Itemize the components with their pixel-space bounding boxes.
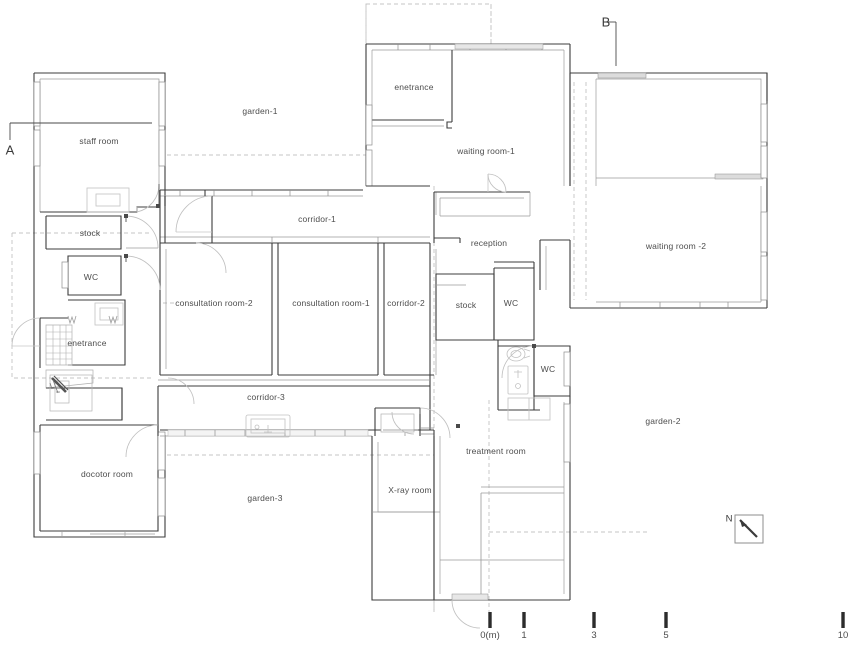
- xray-room-walls: [371, 407, 440, 601]
- door-swing-arcs: [11, 173, 535, 629]
- entrance-window-marks: [67, 315, 118, 325]
- scale-tick-label-10: 10: [837, 630, 849, 641]
- waiting-room-2-walls: [569, 72, 768, 309]
- waiting1-reception-walls: [366, 185, 570, 290]
- center-service-rooms: [435, 261, 540, 411]
- scale-tick-label-0: 0(m): [480, 630, 500, 641]
- treatment-room-walls: [433, 396, 571, 601]
- door-leaves: [125, 184, 421, 414]
- left-utility-room: [46, 374, 123, 421]
- left-service-rooms-walls: [39, 215, 126, 389]
- scale-bar-ticks: [488, 612, 845, 628]
- left-wing-walls: [33, 72, 166, 538]
- section-marker-leaders: [9, 21, 617, 140]
- utility-fixture-hatch: [49, 375, 69, 394]
- wc-lower-walls: [533, 345, 571, 397]
- door-hinge-markers: [124, 204, 536, 428]
- roof-overhang-dashed-lines: [11, 3, 650, 612]
- scale-tick-label-5: 5: [663, 630, 669, 641]
- corridor-3-glazing-mullions: [167, 429, 406, 437]
- scale-tick-label-3: 3: [591, 630, 597, 641]
- doctor-room-walls: [33, 424, 166, 537]
- section-marker-b: B: [601, 14, 611, 30]
- plumbing-fixtures: [506, 346, 551, 421]
- consultation-rooms-walls: [159, 237, 437, 430]
- north-arrow-label: N: [725, 513, 733, 525]
- corridor-1-walls: [159, 189, 430, 244]
- staff-room-furniture: [86, 187, 130, 213]
- corridor-3-counter: [245, 414, 291, 438]
- corridor-1-window-mullions: [179, 190, 329, 196]
- north-entrance-waiting1-walls: [365, 43, 571, 187]
- section-marker-a: A: [5, 142, 15, 158]
- north-arrow-symbol: [734, 514, 764, 544]
- scale-tick-label-1: 1: [521, 630, 527, 641]
